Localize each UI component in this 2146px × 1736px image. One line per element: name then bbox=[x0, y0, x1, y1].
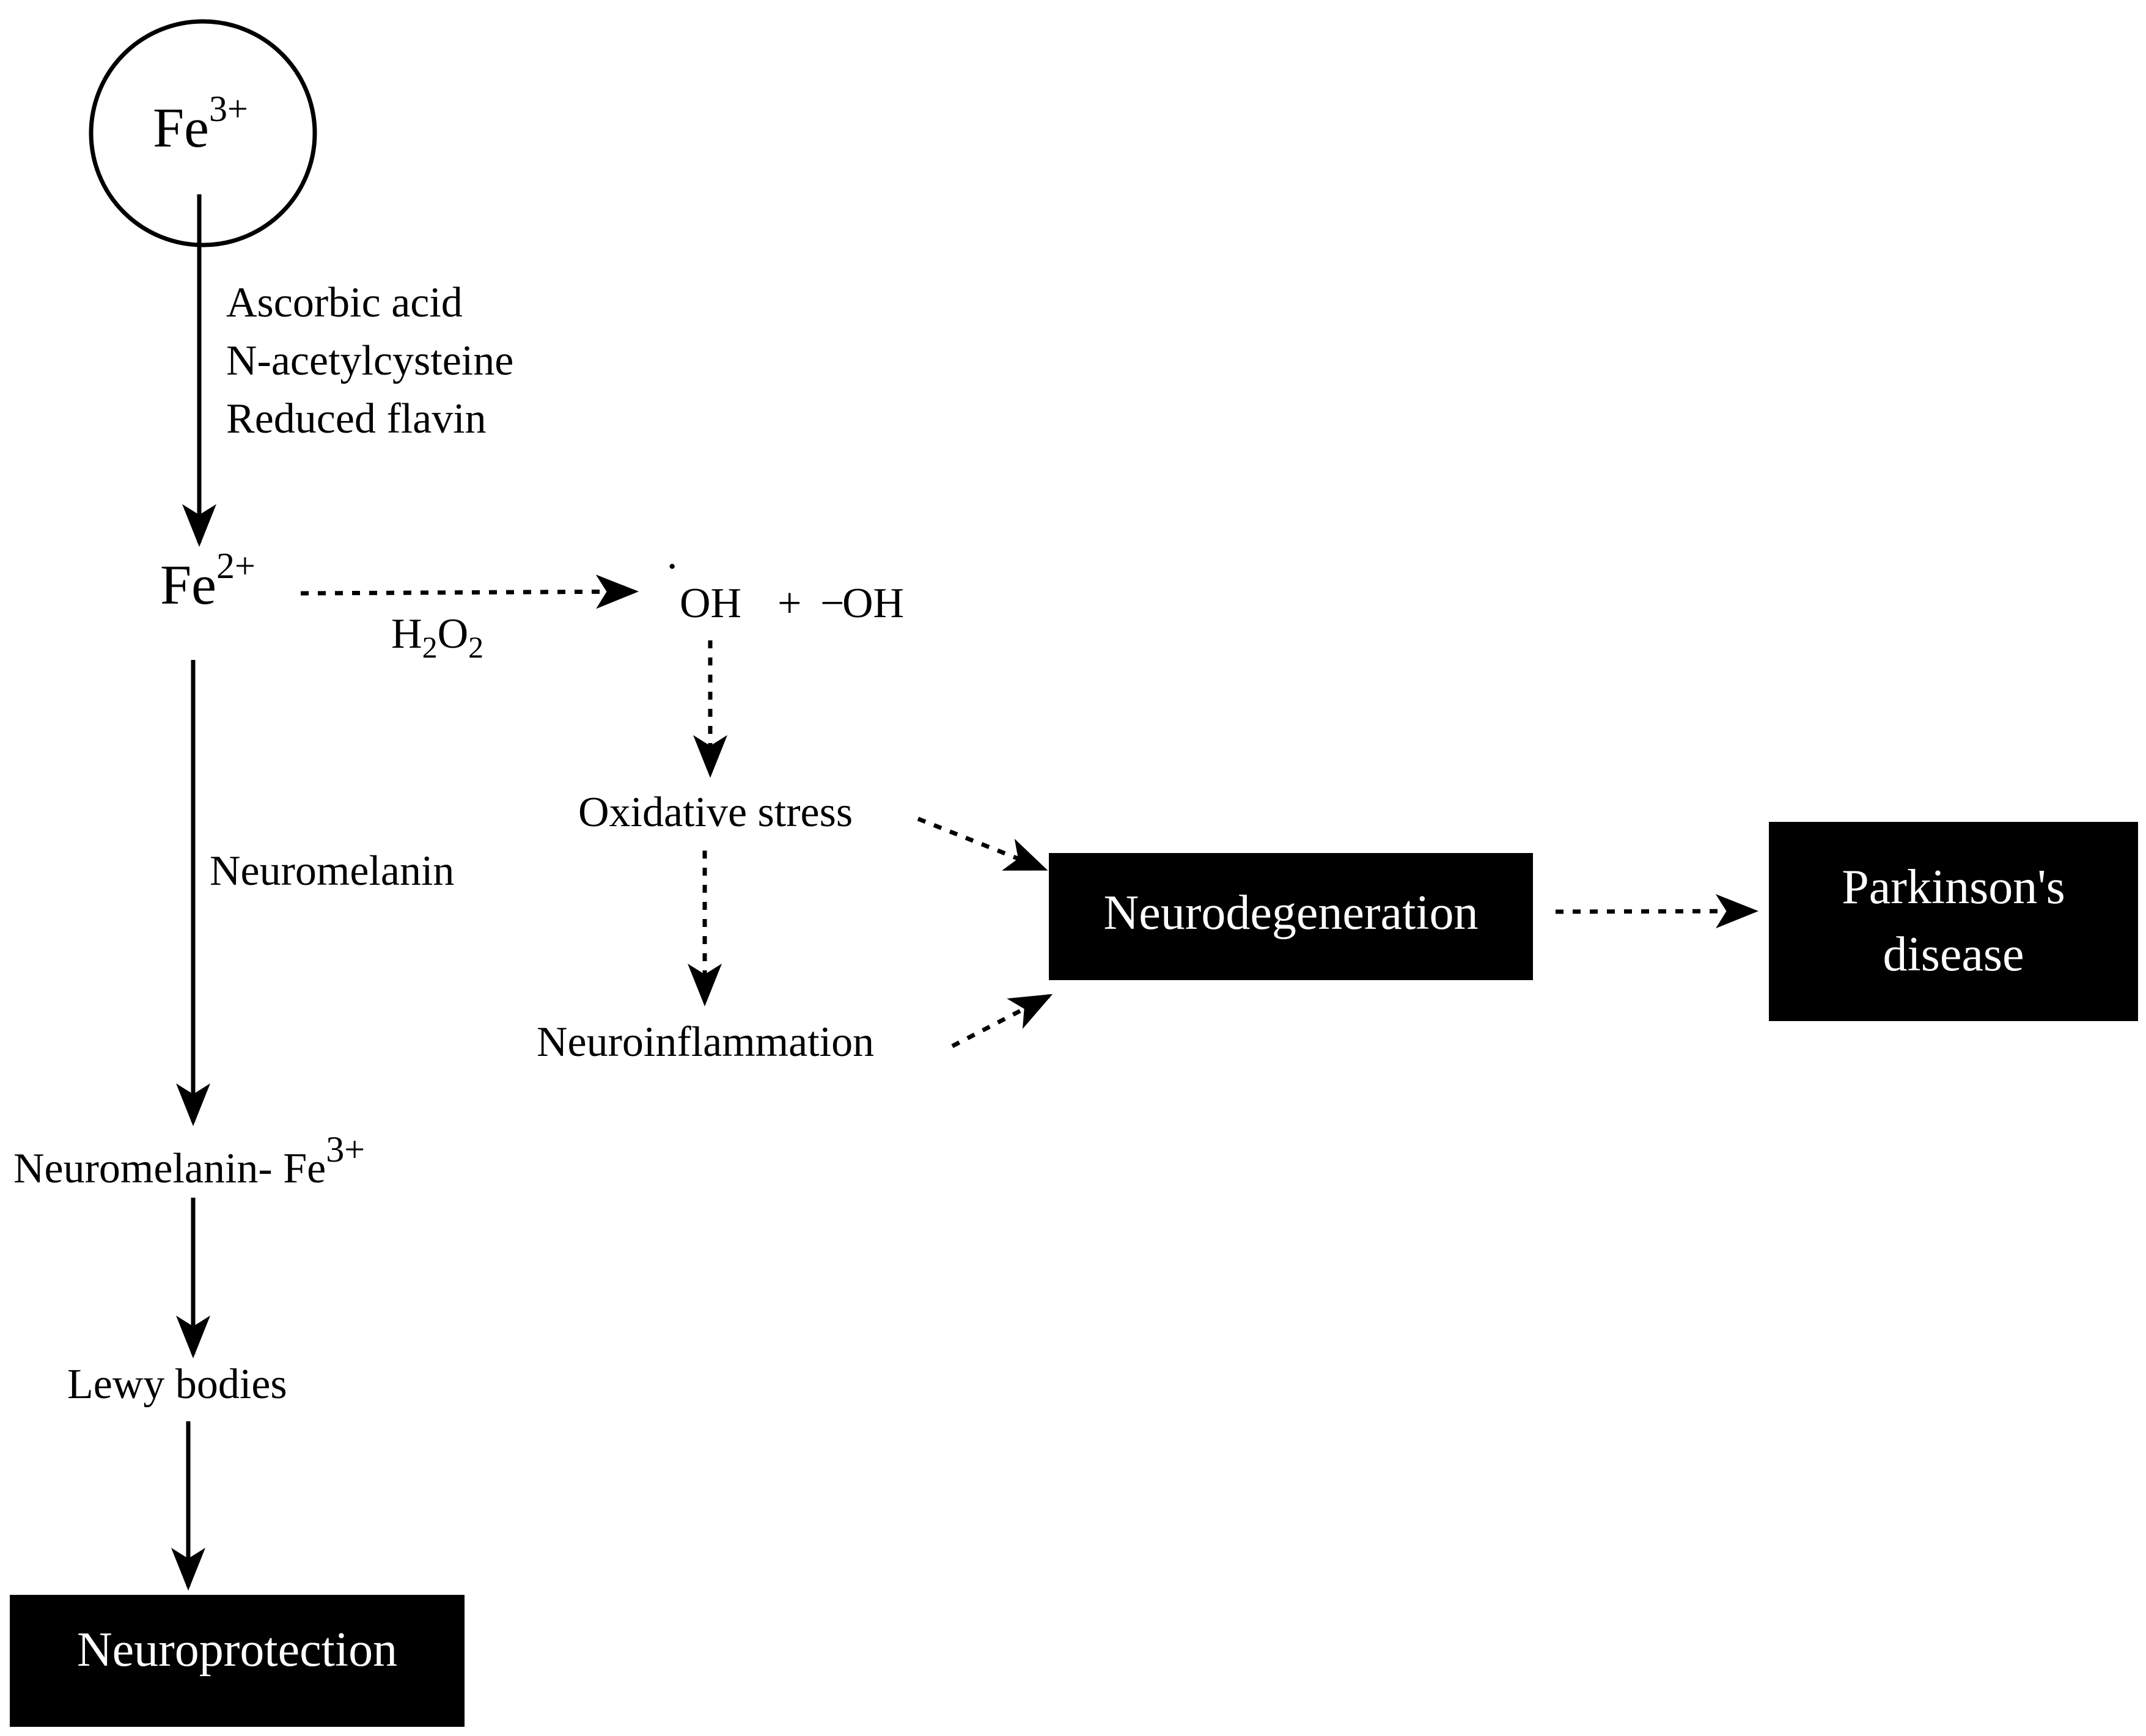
reducer-reduced-flavin: Reduced flavin bbox=[226, 395, 487, 442]
neuromelanin-fe3-base: Neuromelanin- Fe bbox=[13, 1145, 326, 1192]
neurodegeneration-to-parkinsons-arrow bbox=[1555, 894, 1758, 929]
oxidative-stress-label: Oxidative stress bbox=[578, 789, 853, 836]
fe3-circle bbox=[89, 19, 317, 247]
fe3-label: Fe3+ bbox=[153, 89, 248, 159]
h2o2-sub-a: 2 bbox=[422, 630, 438, 664]
h2o2-label: H2O2 bbox=[391, 610, 483, 664]
fenton-arrow bbox=[300, 574, 639, 609]
hydroxyl-radical: OH bbox=[680, 580, 741, 627]
neurodegeneration-label: Neurodegeneration bbox=[1103, 886, 1478, 940]
fe2-sup: 2+ bbox=[216, 546, 255, 586]
neuroinflammation-label: Neuroinflammation bbox=[537, 1019, 874, 1066]
plus-sign: + bbox=[777, 580, 801, 627]
reducer-ascorbic-acid: Ascorbic acid bbox=[226, 279, 463, 326]
fe2-base: Fe bbox=[160, 554, 216, 616]
lewy-bodies-label: Lewy bodies bbox=[67, 1361, 287, 1408]
parkinsons-box bbox=[1769, 822, 2138, 1021]
fe2-label: Fe2+ bbox=[160, 546, 255, 616]
fe3-sup: 3+ bbox=[209, 89, 248, 129]
reducer-n-acetylcysteine: N-acetylcysteine bbox=[226, 337, 513, 384]
parkinsons-label-line1: Parkinson's bbox=[1842, 860, 2065, 914]
neuroprotection-box bbox=[10, 1595, 465, 1727]
h2o2-sub-b: 2 bbox=[468, 630, 483, 664]
fe3-base: Fe bbox=[153, 97, 209, 159]
radical-dot: · bbox=[665, 543, 679, 590]
neuroprotection-label: Neuroprotection bbox=[77, 1623, 397, 1677]
h2o2-o: O bbox=[438, 610, 469, 657]
neuromelanin-label: Neuromelanin bbox=[210, 848, 454, 895]
stress-to-neurodegeneration-arrow bbox=[917, 816, 1048, 871]
h2o2-h: H bbox=[391, 610, 422, 657]
inflammation-to-neurodegeneration-arrow bbox=[951, 994, 1053, 1049]
minus-sign: − bbox=[820, 580, 844, 627]
neurodegeneration-box bbox=[1049, 853, 1533, 980]
neuromelanin-fe3-label: Neuromelanin- Fe3+ bbox=[13, 1129, 365, 1192]
hydroxide-ion: OH bbox=[842, 580, 904, 627]
parkinsons-label-line2: disease bbox=[1883, 928, 2024, 981]
neuromelanin-fe3-sup: 3+ bbox=[326, 1129, 365, 1170]
